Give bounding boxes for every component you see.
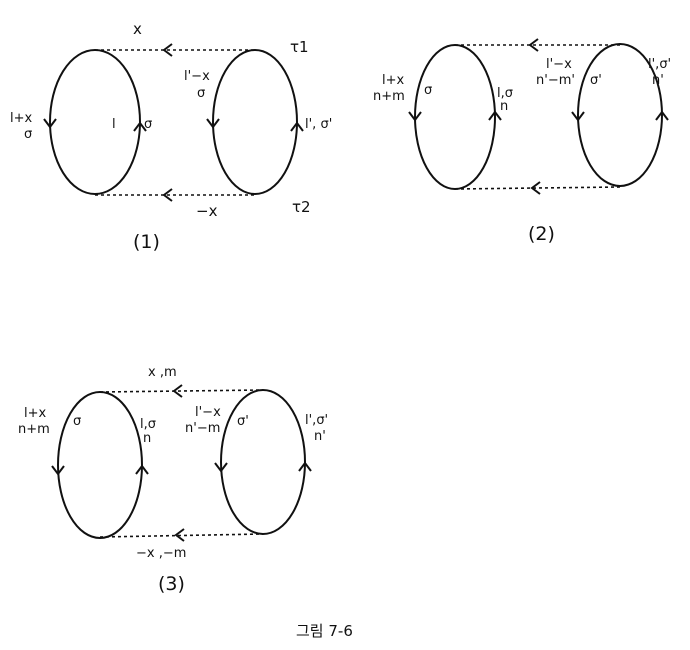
caption-3: (3) (158, 573, 185, 595)
spin-label: σ (73, 414, 81, 429)
momentum-spin-label: l', σ' (305, 117, 332, 132)
momentum-spin-label: l',σ' (648, 57, 671, 72)
spin-label: σ (197, 86, 205, 101)
momentum-label: l (112, 117, 116, 132)
spin-label: σ' (590, 73, 602, 88)
bottom-line-label: −x ,−m (136, 546, 186, 561)
arrow-up-icon (290, 121, 304, 132)
bottom-interaction-line (454, 186, 621, 190)
arrow-down-icon (571, 111, 585, 122)
arrow-up-icon (135, 464, 149, 475)
diagram-2: l+x n+m σ l,σ n l'−x n'−m' σ' l',σ' n' (… (373, 38, 671, 245)
top-interaction-line (99, 389, 264, 393)
left-fermion-loop (414, 44, 496, 190)
arrow-up-icon (488, 110, 502, 121)
spin-label: σ (144, 117, 152, 132)
arrow-left-icon (528, 38, 539, 52)
right-fermion-loop (212, 49, 298, 195)
arrow-left-icon (530, 181, 541, 195)
momentum-label: l'−x (184, 69, 210, 84)
arrow-left-icon (162, 43, 173, 57)
arrow-up-icon (655, 110, 669, 121)
momentum-spin-label: l,σ (140, 417, 156, 432)
arrow-left-icon (162, 188, 173, 202)
frequency-label: n'−m' (536, 73, 575, 88)
arrow-left-icon (174, 528, 185, 542)
arrow-up-icon (133, 121, 147, 132)
frequency-label: n'−m (185, 421, 220, 436)
right-fermion-loop (220, 389, 306, 535)
left-fermion-loop (57, 391, 143, 539)
diagram-3: x ,m −x ,−m l+x n+m σ l,σ n l'−x n'−m σ'… (18, 365, 328, 595)
arrow-left-icon (172, 384, 183, 398)
arrow-down-icon (214, 462, 228, 473)
figure-caption: 그림 7-6 (296, 622, 353, 640)
momentum-label: l'−x (195, 405, 221, 420)
momentum-label: l+x (382, 73, 405, 88)
frequency-label: n (500, 99, 508, 114)
frequency-label: n (143, 431, 151, 446)
top-line-label: x ,m (148, 365, 177, 380)
momentum-label: l+x (10, 111, 33, 126)
momentum-label: l+x (24, 406, 47, 421)
bottom-line-label: −x (196, 202, 218, 220)
momentum-spin-label: l,σ (497, 86, 513, 101)
arrow-down-icon (408, 111, 422, 122)
spin-label: σ (24, 127, 32, 142)
tau-1: τ1 (290, 38, 309, 56)
arrow-up-icon (298, 461, 312, 472)
diagram-1: x −x τ1 τ2 l+x σ l σ l'−x σ l', σ' (1) (10, 20, 332, 253)
right-fermion-loop (577, 43, 663, 187)
bottom-interaction-line (99, 533, 264, 538)
momentum-spin-label: l',σ' (305, 413, 328, 428)
arrow-down-icon (206, 118, 220, 129)
momentum-label: l'−x (546, 57, 572, 72)
caption-1: (1) (133, 231, 160, 253)
frequency-label: n+m (373, 89, 405, 104)
spin-label: σ' (237, 414, 249, 429)
top-line-label: x (133, 20, 142, 38)
left-fermion-loop (49, 49, 141, 195)
tau-2: τ2 (292, 198, 311, 216)
arrow-down-icon (43, 118, 57, 129)
spin-label: σ (424, 83, 432, 98)
frequency-label: n+m (18, 422, 50, 437)
caption-2: (2) (528, 223, 555, 245)
frequency-label: n' (314, 429, 326, 444)
arrow-down-icon (51, 465, 65, 476)
frequency-label: n' (652, 73, 664, 88)
